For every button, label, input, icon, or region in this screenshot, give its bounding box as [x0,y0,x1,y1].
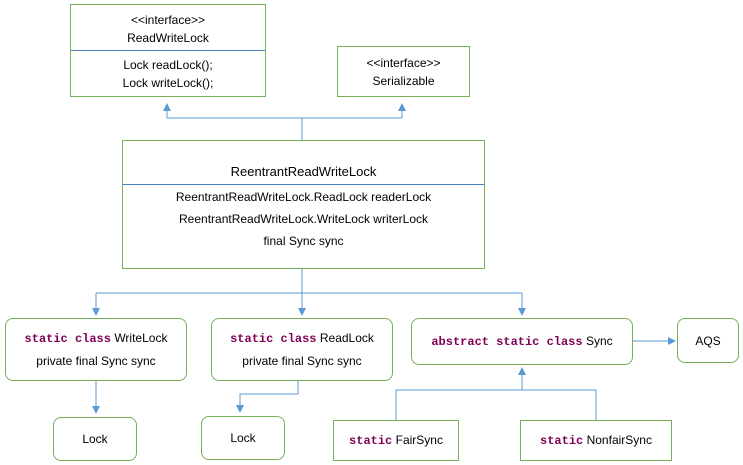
class-declaration: abstract static class Sync [431,332,612,351]
field-sync: private final Sync sync [36,354,156,368]
writelock-class-box: static class WriteLock private final Syn… [5,318,187,381]
class-name: WriteLock [114,331,168,345]
class-name: NonfairSync [586,433,652,447]
class-declaration: static FairSync [349,431,443,450]
class-keyword: static [349,434,393,448]
stereotype-label: <<interface>> [130,13,206,27]
arrow-readlock-to-lock [236,381,299,413]
inner-class-connector [96,269,522,294]
sync-class-box: abstract static class Sync [411,318,633,365]
lock-box-readlock: Lock [201,416,285,460]
serializable-interface-box: <<interface>> Serializable [337,46,470,97]
class-name: Sync [585,334,613,348]
separator [123,184,484,185]
class-name: ReadWriteLock [127,31,209,45]
class-name: ReadLock [319,331,374,345]
reentrantreadwritelock-box: ReentrantReadWriteLock ReentrantReadWrit… [122,140,485,269]
class-keyword: static class [24,332,111,346]
field-sync: private final Sync sync [242,354,362,368]
implements-connector [167,117,402,140]
method-readlock: Lock readLock(); [123,58,213,72]
class-keyword: static [540,434,584,448]
field-sync: final Sync sync [263,234,344,248]
class-name: Lock [82,432,108,446]
readwritelock-interface-box: <<interface>> ReadWriteLock Lock readLoc… [70,4,266,97]
aqs-box: AQS [677,318,739,363]
class-declaration: static class ReadLock [230,327,374,350]
method-writelock: Lock writeLock(); [122,76,214,90]
readlock-class-box: static class ReadLock private final Sync… [211,318,393,381]
class-name: Lock [230,431,256,445]
class-name: ReentrantReadWriteLock [230,164,377,179]
class-declaration: static NonfairSync [540,431,652,450]
class-declaration: static class WriteLock [25,327,168,350]
class-keyword: static class [230,332,317,346]
extends-connector [395,370,597,420]
class-name: Serializable [372,73,435,88]
class-name: FairSync [395,433,443,447]
nonfairsync-class-box: static NonfairSync [520,420,672,461]
field-writerlock: ReentrantReadWriteLock.WriteLock writerL… [179,212,428,226]
lock-box-writelock: Lock [53,417,137,461]
stereotype-label: <<interface>> [366,55,441,70]
class-name: AQS [695,333,721,348]
separator [71,50,265,51]
class-keyword: abstract static class [431,335,583,349]
field-readerlock: ReentrantReadWriteLock.ReadLock readerLo… [175,190,432,204]
fairsync-class-box: static FairSync [333,420,459,461]
